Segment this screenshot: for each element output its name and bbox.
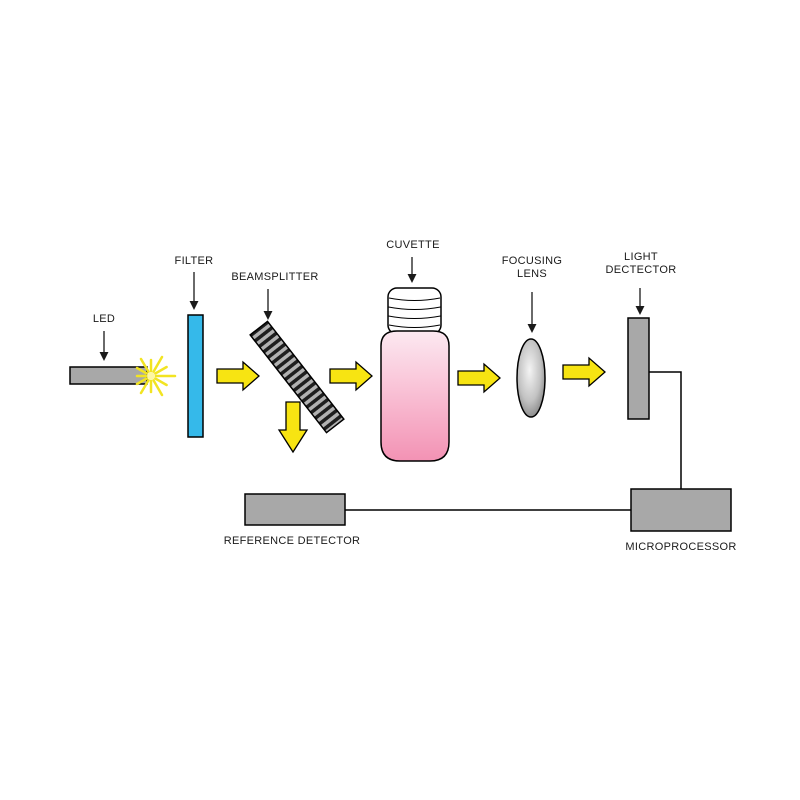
led-shape [69, 366, 148, 385]
beamsplitter-shape [249, 320, 345, 434]
cuvette-label: CUVETTE [386, 239, 440, 251]
reference-detector-shape [244, 493, 346, 526]
arrow-filter-to-beamsplitter-icon [216, 360, 260, 392]
cuvette-shape [380, 287, 450, 462]
reference-detector-label: REFERENCE DETECTOR [223, 535, 361, 547]
light-detector-shape [627, 317, 650, 420]
light-detector-label: LIGHT DECTECTOR [605, 251, 677, 276]
microprocessor-shape [630, 488, 732, 532]
label-pointer-arrows [99, 257, 645, 361]
filter-label: FILTER [174, 255, 214, 267]
arrow-beamsplitter-to-cuvette-icon [329, 360, 373, 392]
focusing-lens-shape [516, 338, 546, 418]
arrow-lens-to-detector-icon [562, 356, 606, 388]
focusing-lens-label: FOCUSING LENS [501, 255, 563, 280]
microprocessor-label: MICROPROCESSOR [625, 541, 737, 553]
beamsplitter-label: BEAMSPLITTER [231, 271, 319, 283]
arrow-cuvette-to-lens-icon [457, 362, 501, 394]
wire-detector-to-microprocessor [649, 371, 682, 489]
filter-shape [187, 314, 204, 438]
led-label: LED [92, 313, 116, 325]
led-light-rays-icon [135, 355, 177, 397]
arrow-beamsplitter-to-reference-detector-icon [277, 401, 309, 454]
